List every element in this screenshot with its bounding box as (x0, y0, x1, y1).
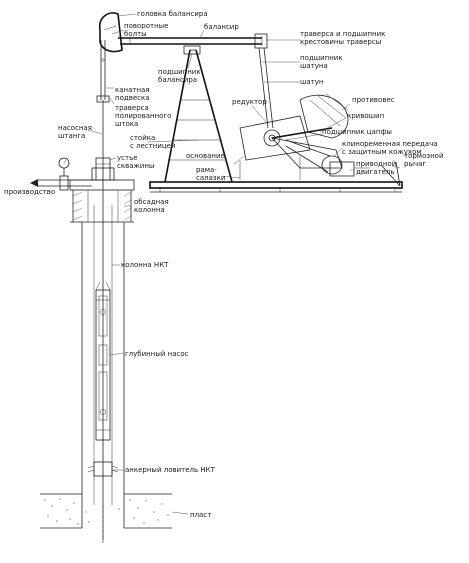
label-motor-1: приводной (356, 160, 396, 168)
label-casing-2: колонна (134, 206, 165, 214)
samson-post (164, 45, 233, 183)
labels: головка балансира поворотные болты балан… (4, 10, 444, 519)
formation-layer (40, 493, 172, 529)
label-hanger-1: канатная (115, 86, 150, 94)
wireline-hanger (96, 40, 110, 103)
well-bore (81, 100, 125, 545)
label-walking-beam: балансир (204, 23, 239, 31)
label-skid-2: салазки (196, 174, 225, 182)
belt-drive-motor (285, 139, 370, 177)
label-casing-1: обсадная (134, 198, 169, 206)
label-formation: пласт (190, 511, 211, 519)
label-tubing: колонна НКТ (121, 261, 169, 269)
label-equalizer-1: траверса и подшипник (300, 30, 385, 38)
label-equalizer-2: крестовины траверсы (300, 38, 381, 46)
label-brake-lever-2: рычаг (404, 160, 426, 168)
label-skid-1: рама- (196, 166, 217, 174)
label-saddle-bearing-2: балансира (158, 76, 197, 84)
label-pitman: шатун (300, 78, 324, 86)
downhole-pump (95, 281, 111, 441)
label-samson-post-1: стойка (130, 134, 155, 142)
label-belt-drive-2: с защитным кожухом (342, 148, 422, 156)
label-polished-rod-2: штанга (58, 132, 85, 140)
label-hanger-2: подвеска (115, 94, 150, 102)
pitman (258, 47, 274, 129)
label-samson-post-2: с лестницей (130, 142, 176, 150)
label-swivel-bolts-2: болты (124, 30, 147, 38)
label-wellhead-2: скважины (117, 162, 154, 170)
label-base: основание (186, 152, 225, 160)
label-brake-lever-1: тормозной (404, 152, 444, 160)
label-carrier-bar-2: полированного (115, 112, 171, 120)
label-gearbox: редуктор (232, 98, 267, 106)
label-swivel-bolts-1: поворотные (124, 22, 168, 30)
label-anchor: анкерный ловитель НКТ (125, 466, 216, 474)
label-counterweight: противовес (352, 96, 395, 104)
label-carrier-bar-3: штока (115, 120, 138, 128)
production-line (30, 157, 92, 191)
wellhead (91, 157, 115, 181)
label-motor-2: двигатель (356, 168, 394, 176)
label-carrier-bar-1: траверса (115, 104, 149, 112)
label-polished-rod-1: насосная (58, 124, 92, 132)
label-production: производство (4, 188, 55, 196)
crank-counterweight (268, 93, 349, 169)
label-crank-bearing: подшипник цапфы (322, 128, 392, 136)
label-pump: глубинный насос (125, 350, 189, 358)
gearbox (239, 115, 311, 180)
label-horsehead: головка балансира (137, 10, 208, 18)
label-saddle-bearing-1: подшипник (158, 68, 201, 76)
label-pitman-bearing-2: шатуна (300, 62, 328, 70)
label-pitman-bearing-1: подшипник (300, 54, 343, 62)
label-belt-drive-1: клиноременная передача (342, 140, 438, 148)
horsehead (98, 12, 123, 53)
tubing-anchor (87, 461, 119, 477)
walking-beam (118, 33, 268, 49)
label-crank: кривошип (347, 112, 384, 120)
leader-lines (87, 13, 401, 515)
label-wellhead-1: устье (117, 154, 138, 162)
base-skid (149, 181, 403, 193)
